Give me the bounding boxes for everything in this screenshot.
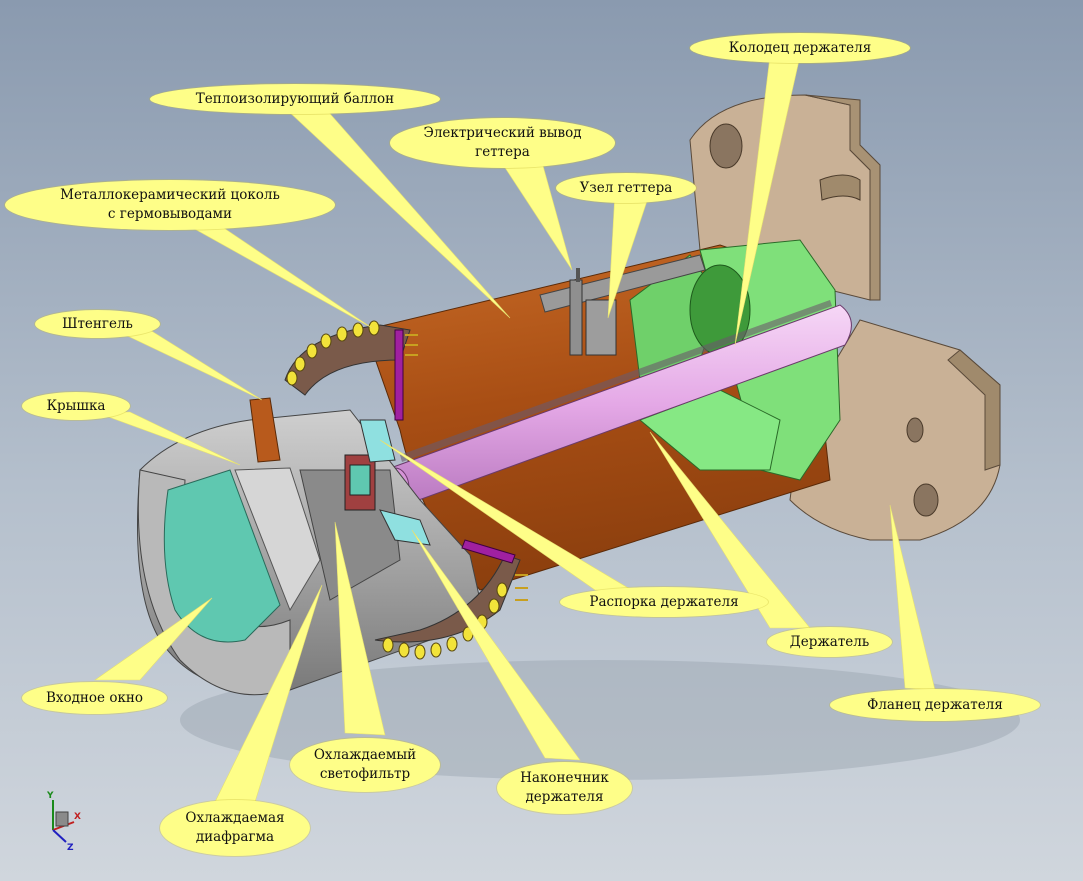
axis-y-label: Y <box>46 791 54 801</box>
label-stem: Штенгель <box>35 310 160 338</box>
label-thermal-insulating-bulb: Теплоизолирующий баллон <box>150 84 440 114</box>
callout-pointers <box>94 55 936 803</box>
axis-x-label: X <box>74 812 81 822</box>
ceramic-base-ring <box>284 320 528 660</box>
label-cooled-diaphragm: Охлаждаемая диафрагма <box>160 800 310 856</box>
flange <box>689 94 1001 541</box>
label-holder-well: Колодец держателя <box>690 33 910 63</box>
label-cooled-filter: Охлаждаемый светофильтр <box>290 738 440 792</box>
label-holder-spacer: Распорка держателя <box>560 587 768 617</box>
label-holder-tip: Наконечник держателя <box>497 762 632 814</box>
axis-z-label: Z <box>67 843 74 853</box>
label-holder-flange: Фланец держателя <box>830 689 1040 721</box>
label-holder: Держатель <box>767 627 892 657</box>
getter-assembly <box>569 268 617 356</box>
label-cover: Крышка <box>22 392 130 420</box>
label-getter-assembly: Узел геттера <box>556 173 696 203</box>
label-metal-ceramic-base: Металлокерамический цоколь с гермовывода… <box>5 180 335 230</box>
label-input-window: Входное окно <box>22 682 167 714</box>
filter-assembly <box>344 419 431 546</box>
axis-triad <box>52 800 75 843</box>
label-getter-electrical-lead: Электрический вывод геттера <box>390 118 615 168</box>
